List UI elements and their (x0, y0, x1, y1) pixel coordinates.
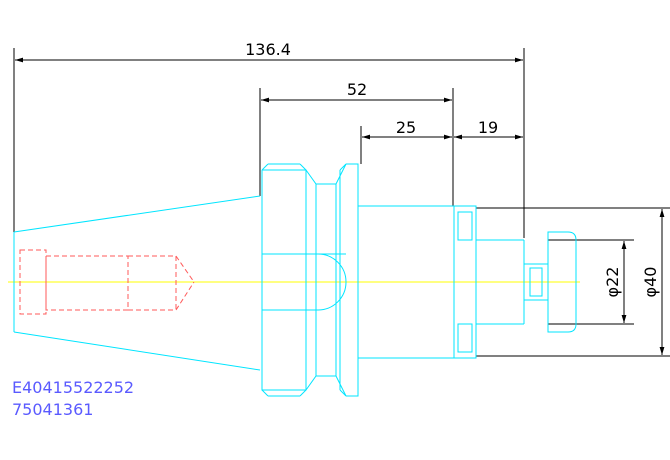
part-number-1: E40415522252 (12, 378, 134, 397)
dim-19-text: 19 (478, 118, 498, 137)
hidden-thread (19, 249, 195, 315)
dim-25-text: 25 (396, 118, 416, 137)
part-number-2: 75041361 (12, 400, 93, 419)
dimension-lines (13, 48, 670, 357)
dim-overall-text: 136.4 (245, 40, 291, 59)
tool-holder-outline (13, 163, 577, 397)
dim-22-text: φ22 (603, 267, 622, 298)
dim-52-text: 52 (347, 80, 367, 99)
dim-40-text: φ40 (641, 267, 660, 298)
